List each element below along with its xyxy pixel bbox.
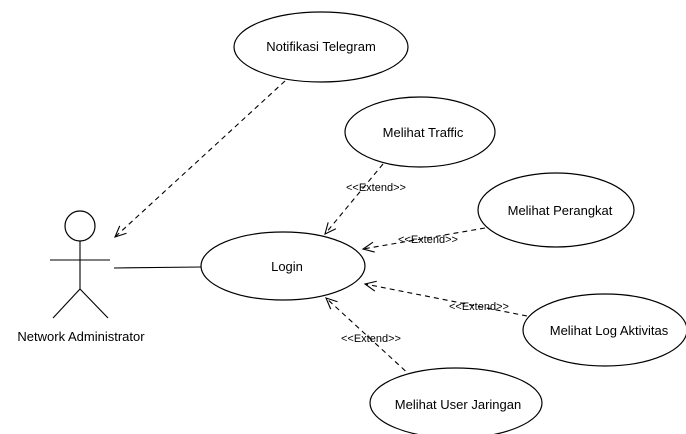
notification-dependency-arrow [114, 80, 286, 238]
use-case-label: Melihat Perangkat [508, 203, 613, 218]
actor-head [64, 210, 96, 242]
use-case-notifikasi-telegram[interactable]: Notifikasi Telegram [233, 11, 409, 83]
extend-arrow-log [363, 280, 528, 317]
extend-arrow-traffic [324, 163, 384, 236]
use-case-label: Login [271, 259, 303, 274]
actor-label: Network Administrator [17, 329, 145, 344]
extend-arrow-perangkat [361, 227, 486, 253]
use-case-label: Melihat Traffic [383, 125, 464, 140]
use-case-label: Melihat Log Aktivitas [550, 323, 669, 338]
use-case-melihat-traffic[interactable]: Melihat Traffic [344, 96, 496, 168]
use-case-label: Notifikasi Telegram [266, 39, 376, 54]
actor-right-leg [79, 288, 109, 319]
use-case-label: Melihat User Jaringan [395, 397, 521, 412]
use-case-login[interactable]: Login [200, 231, 366, 301]
actor-network-administrator[interactable] [50, 210, 110, 319]
extend-arrow-user [325, 297, 413, 378]
association-line [113, 266, 202, 269]
use-case-melihat-user-jaringan[interactable]: Melihat User Jaringan [369, 367, 543, 434]
use-case-melihat-perangkat[interactable]: Melihat Perangkat [477, 172, 635, 248]
extend-label-user: <<Extend>> [341, 333, 401, 345]
use-case-melihat-log-aktivitas[interactable]: Melihat Log Aktivitas [522, 293, 686, 367]
extend-label-log: <<Extend>> [449, 301, 509, 313]
actor-left-leg [52, 288, 81, 319]
extend-label-perangkat: <<Extend>> [398, 234, 458, 246]
extend-label-traffic: <<Extend>> [346, 182, 406, 194]
